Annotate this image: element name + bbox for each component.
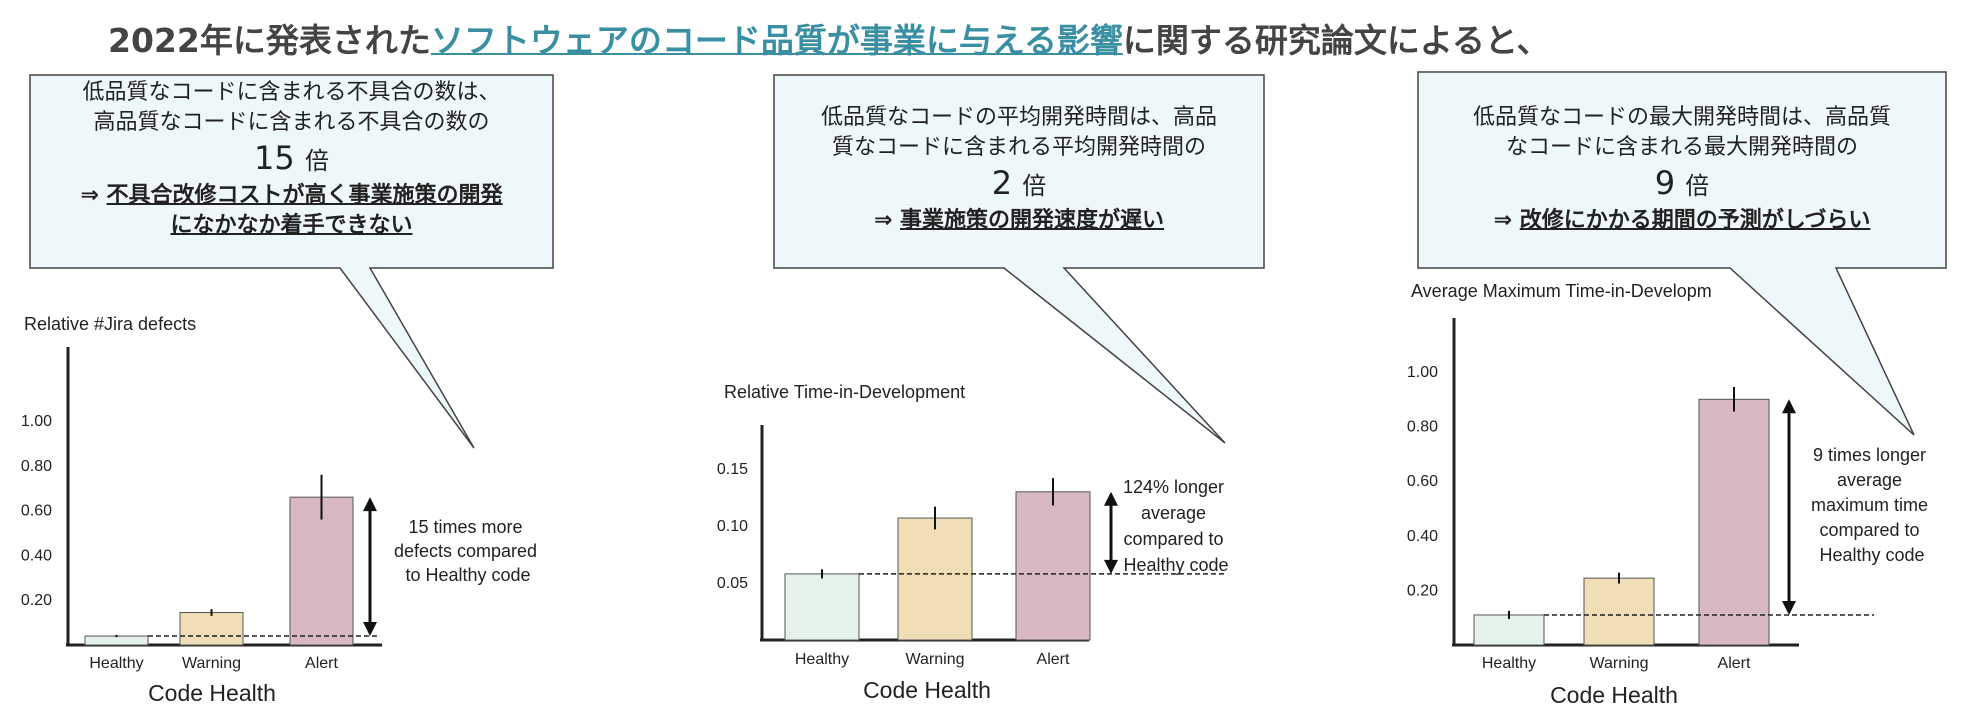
x-category-label: Alert — [305, 655, 338, 672]
bar-warning — [179, 612, 244, 646]
x-category-label: Healthy — [89, 655, 143, 672]
panel-time-in-development: Relative Time-in-Development 0.05 0.10 0.1… — [657, 0, 1314, 712]
y-tick-label: 0.80 — [21, 458, 52, 475]
bar-warning — [897, 517, 973, 641]
arrow-glyph: ⇒ — [1493, 208, 1513, 233]
bar-alert — [1698, 398, 1770, 646]
callout-line-2: 高品質なコードに含まれる不具合の数の — [93, 110, 490, 135]
callout-box-shape — [773, 74, 1265, 444]
y-axis-title: Relative Time-in-Development — [724, 382, 965, 402]
headline-prefix: 2022年に発表された — [108, 21, 431, 60]
y-tick-label: 0.15 — [717, 461, 748, 478]
arrow-glyph: ⇒ — [873, 208, 893, 233]
callout-line-1: 低品質なコードの最大開発時間は、高品質 — [1472, 105, 1891, 130]
takeaway: ⇒ 改修にかかる期間の予測がしづらい — [1493, 208, 1871, 233]
y-tick-label: 0.80 — [1407, 419, 1438, 436]
y-tick-label: 0.40 — [1407, 528, 1438, 545]
y-tick-label: 0.60 — [1407, 473, 1438, 490]
x-axis-title: Code Health — [1550, 682, 1678, 708]
multiplier: 15 倍 — [254, 139, 329, 177]
x-category-label: Warning — [1590, 655, 1649, 672]
x-category-label: Warning — [182, 655, 241, 672]
takeaway-cont: になかなか着手できない — [170, 213, 413, 238]
headline: 2022年に発表されたソフトウェアのコード品質が事業に与える影響に関する研究論文… — [108, 14, 1550, 62]
y-tick-label: 0.05 — [717, 575, 748, 592]
callout: 低品質なコードに含まれる不具合の数は、 高品質なコードに含まれる不具合の数の 1… — [30, 78, 553, 241]
panel-graphics: Relative Time-in-Development 0.05 0.10 0.1… — [717, 74, 1265, 703]
x-axis-title: Code Health — [148, 680, 276, 706]
callout-box-shape — [1417, 71, 1947, 436]
arrow-head-bottom — [363, 622, 377, 637]
y-tick-label: 0.40 — [21, 547, 52, 564]
y-axis-title: Relative #Jira defects — [24, 314, 196, 334]
difference-annotation: 15 times more defects compared to Health… — [394, 517, 542, 585]
multiplier: 2 倍 — [991, 164, 1047, 202]
arrow-head-top — [1104, 491, 1118, 506]
x-category-label: Warning — [906, 651, 965, 668]
callout: 低品質なコードの最大開発時間は、高品質 なコードに含まれる最大開発時間の 9 倍… — [1418, 103, 1946, 236]
y-tick-label: 1.00 — [1407, 364, 1438, 381]
bar-warning — [1583, 577, 1655, 646]
bar-healthy — [84, 635, 149, 646]
panel-graphics: Average Maximum Time-in-Developm 0.20 0.4… — [1407, 71, 1947, 708]
bar-alert — [289, 496, 354, 646]
y-tick-label: 1.00 — [21, 413, 52, 430]
arrow-head-top — [363, 497, 377, 512]
arrow-head-bottom — [1104, 559, 1118, 574]
x-category-label: Alert — [1718, 655, 1751, 672]
panel-max-time-in-development: Average Maximum Time-in-Developm 0.20 0.4… — [1314, 0, 1971, 712]
x-axis-title: Code Health — [863, 677, 991, 703]
y-tick-label: 0.10 — [717, 518, 748, 535]
arrow-glyph: ⇒ — [80, 183, 99, 208]
takeaway: ⇒ 不具合改修コストが高く事業施策の開発 — [80, 183, 503, 208]
arrow-head-bottom — [1782, 600, 1796, 615]
x-category-label: Alert — [1037, 651, 1070, 668]
paper-link[interactable]: ソフトウェアのコード品質が事業に与える影響 — [430, 21, 1123, 60]
headline-suffix: に関する研究論文によると、 — [1122, 21, 1550, 60]
x-category-label: Healthy — [1482, 655, 1536, 672]
panel-jira-defects: Relative #Jira defects 0.20 0.40 0.60 0.80 1… — [0, 0, 657, 712]
callout-line-2: 質なコードに含まれる平均開発時間の — [831, 135, 1206, 160]
bar-healthy — [1473, 614, 1545, 646]
x-category-label: Healthy — [795, 651, 849, 668]
callout-line-1: 低品質なコードに含まれる不具合の数は、 — [82, 80, 501, 105]
arrow-head-top — [1782, 399, 1796, 414]
difference-annotation: 124% longer average compared to Healthy … — [1123, 477, 1229, 575]
takeaway: ⇒ 事業施策の開発速度が遅い — [873, 208, 1165, 233]
y-axis-title: Average Maximum Time-in-Developm — [1411, 281, 1712, 301]
panel-graphics: Relative #Jira defects 0.20 0.40 0.60 0.80 1… — [21, 74, 554, 706]
callout-box-shape — [29, 74, 554, 449]
y-tick-label: 0.60 — [21, 503, 52, 520]
multiplier: 9 倍 — [1654, 164, 1710, 202]
callout-line-1: 低品質なコードの平均開発時間は、高品 — [820, 105, 1217, 130]
y-tick-label: 0.20 — [21, 592, 52, 609]
bar-healthy — [784, 573, 860, 641]
difference-annotation: 9 times longer average maximum time comp… — [1811, 445, 1933, 565]
bar-alert — [1015, 491, 1091, 641]
y-tick-label: 0.20 — [1407, 582, 1438, 599]
callout: 低品質なコードの平均開発時間は、高品 質なコードに含まれる平均開発時間の 2 倍… — [774, 103, 1264, 236]
callout-line-2: なコードに含まれる最大開発時間の — [1505, 135, 1858, 160]
